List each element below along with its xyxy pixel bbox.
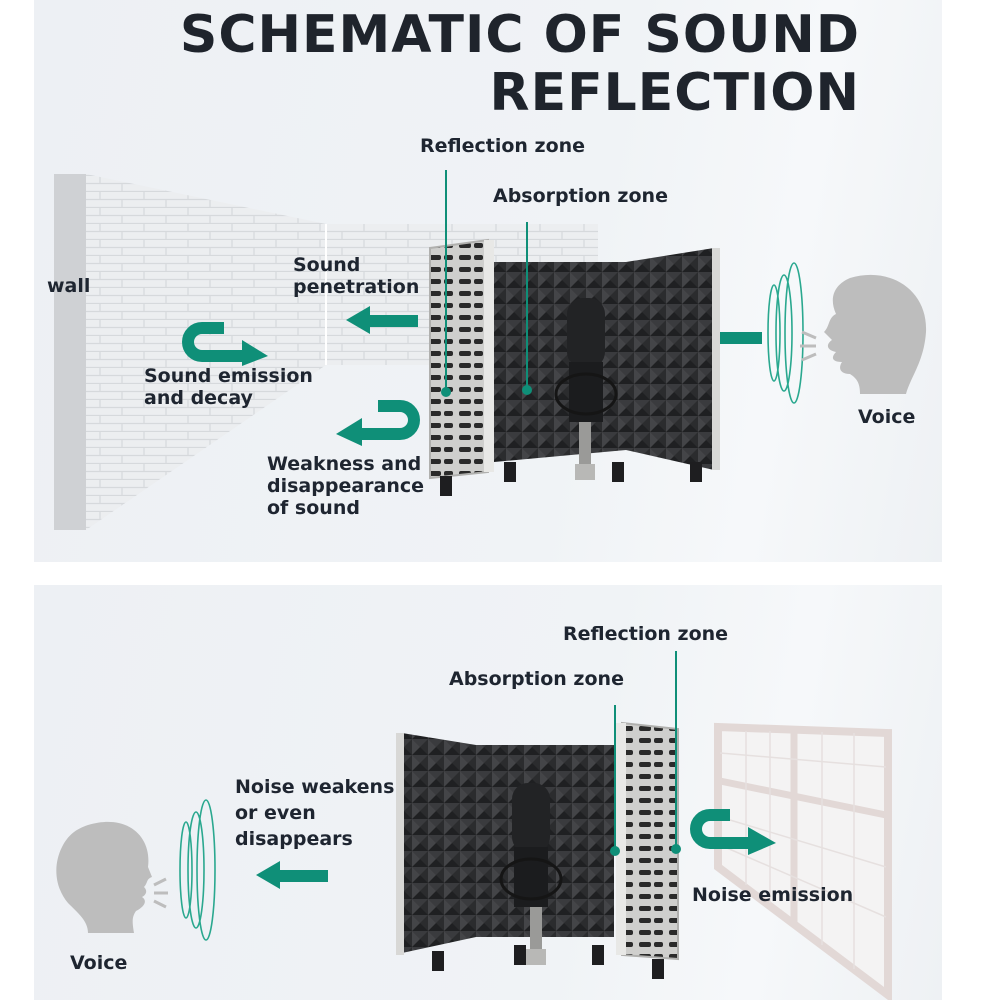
condenser-microphone [499,783,563,965]
arrow-left-icon [256,861,328,889]
window [714,722,892,1000]
top-diagram-panel: SCHEMATIC OF SOUND REFLECTION wall Sound… [34,0,942,562]
voice-label: Voice [70,952,128,974]
absorption-zone-label: Absorption zone [493,185,668,207]
absorption-zone-label: Absorption zone [449,668,624,690]
weakness-label-2: disappearance [267,475,425,497]
u-turn-right-arrow-icon [182,322,268,366]
reflection-zone-label: Reflection zone [420,135,586,157]
wall-label: wall [47,275,91,297]
weakness-label-3: of sound [267,497,360,519]
weakness-label-1: Weakness and [267,453,422,475]
noise-weakens-label-2: or even [235,802,316,824]
sound-wave-icon [179,799,216,941]
sound-emission-label-1: Sound emission [144,365,313,387]
u-turn-right-arrow-icon [690,809,776,855]
title-line-2: REFLECTION [489,63,860,123]
wall-edge [54,174,86,530]
bottom-diagram-panel: Reflection zone Absorption zone Noise we… [34,585,942,1000]
u-turn-left-arrow-icon [336,400,420,446]
condenser-microphone [554,298,618,480]
arrow-left-icon [346,306,418,334]
noise-emission-label: Noise emission [692,884,854,906]
voice-label: Voice [858,406,916,428]
noise-weakens-label-3: disappears [235,828,353,850]
sound-penetration-label-1: Sound [293,254,361,276]
noise-weakens-label-1: Noise weakens [235,776,395,798]
title-line-1: SCHEMATIC OF SOUND [179,5,860,65]
speaking-head-icon [800,274,927,394]
sound-emission-label-2: and decay [144,387,253,409]
reflection-zone-label: Reflection zone [563,623,729,645]
page-title: SCHEMATIC OF SOUND REFLECTION [180,6,860,123]
sound-penetration-label-2: penetration [293,276,420,298]
speaking-head-icon [56,821,168,933]
